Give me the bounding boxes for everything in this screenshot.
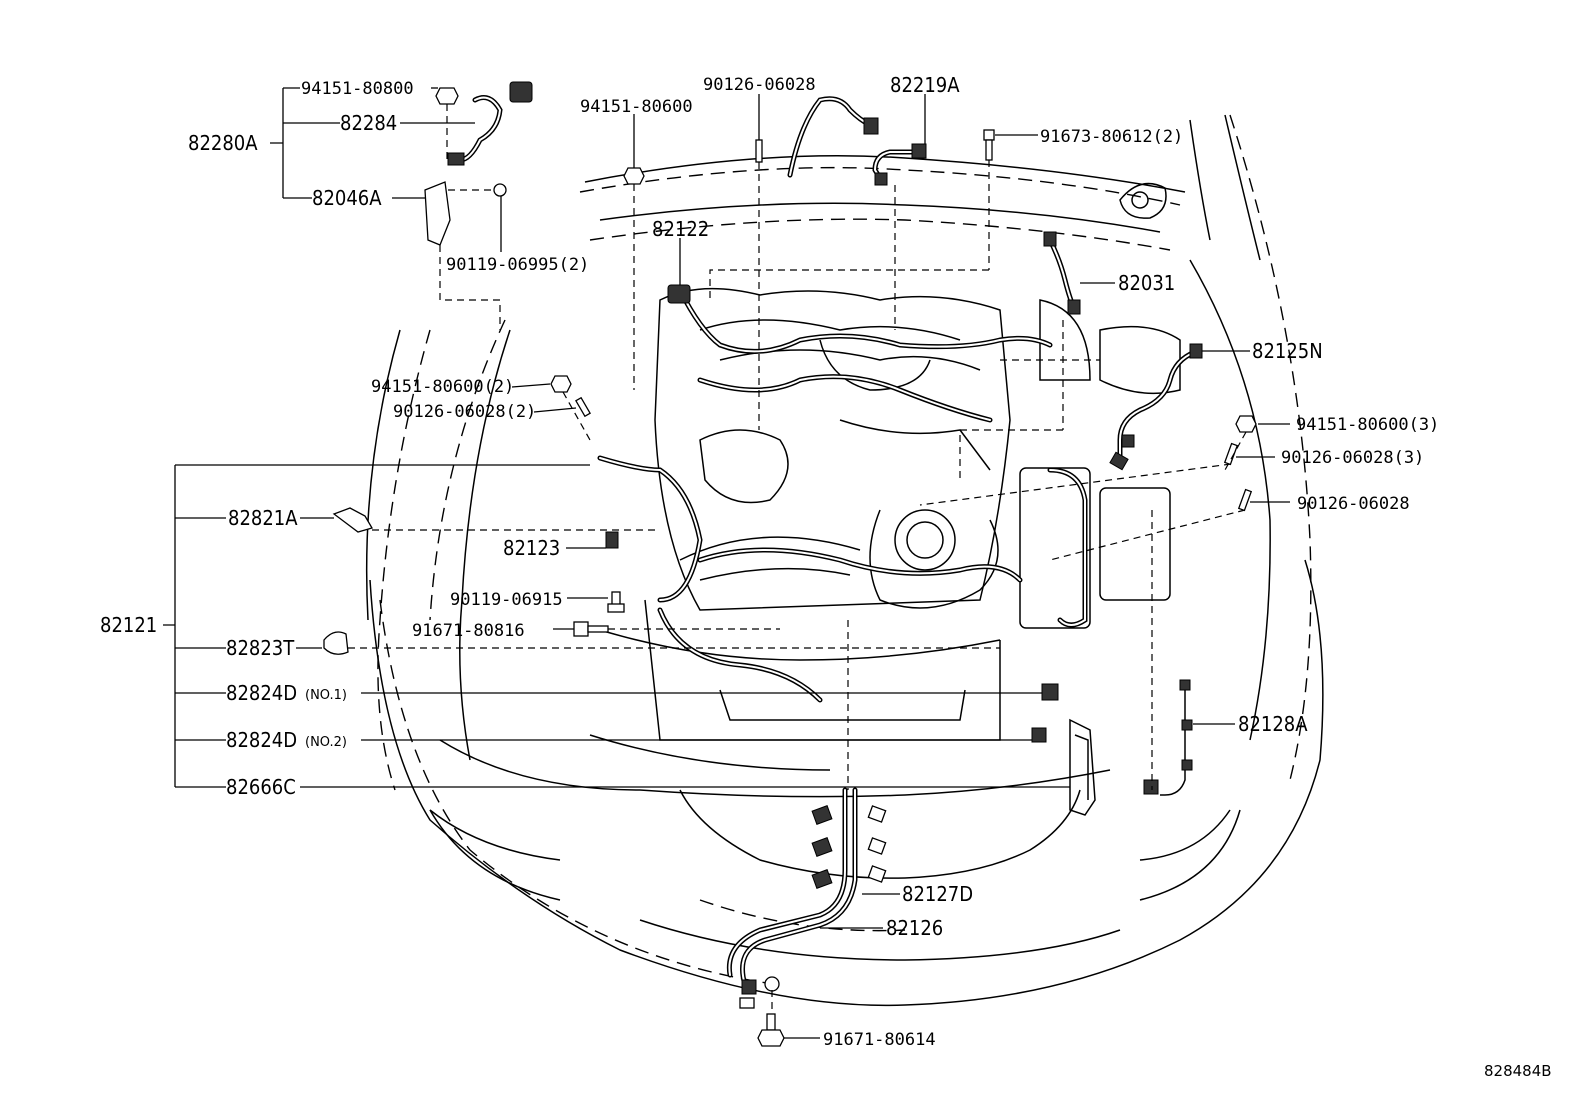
label-82122: 82122 — [652, 217, 709, 241]
harness-82127D — [726, 787, 887, 1009]
dashed-leader-lines — [348, 104, 1247, 1012]
label-82128A: 82128A — [1238, 712, 1308, 736]
label-90119-06915: 90119-06915 — [450, 590, 563, 610]
label-90126-06028-2: 90126-06028(2) — [393, 402, 536, 422]
part-labels: 94151-80800 82280A 82284 82046A 90119-06… — [100, 73, 1552, 1080]
label-82666C: 82666C — [226, 775, 296, 799]
label-82821A: 82821A — [228, 506, 298, 530]
label-82126: 82126 — [886, 916, 943, 940]
label-82280A: 82280A — [188, 131, 258, 155]
label-82046A: 82046A — [312, 186, 382, 210]
label-90126-06028-3: 90126-06028(3) — [1281, 448, 1424, 468]
harness-82284 — [447, 81, 533, 166]
label-91673-80612-2: 91673-80612(2) — [1040, 127, 1183, 147]
label-82125N: 82125N — [1252, 339, 1323, 363]
engine-wire-harness — [597, 287, 1088, 703]
label-94151-80800: 94151-80800 — [301, 79, 414, 99]
leader-lines — [163, 87, 1290, 1039]
diagram-reference-number: 828484B — [1484, 1062, 1552, 1080]
label-94151-80600-top: 94151-80600 — [580, 97, 693, 117]
harness-82125N — [1109, 343, 1203, 471]
label-90126-06028-top: 90126-06028 — [703, 75, 816, 95]
label-82121: 82121 — [100, 613, 157, 637]
label-82031: 82031 — [1118, 271, 1175, 295]
harness-82031 — [1043, 231, 1081, 315]
harness-82219A — [787, 96, 927, 186]
label-82127D: 82127D — [902, 882, 973, 906]
bracket-82128A — [1143, 679, 1193, 796]
label-90119-06995-2: 90119-06995(2) — [446, 255, 589, 275]
label-82219A: 82219A — [890, 73, 960, 97]
label-82123: 82123 — [503, 536, 560, 560]
label-82824D-no1: 82824D — [226, 681, 297, 705]
label-91671-80614: 91671-80614 — [823, 1030, 936, 1050]
label-82824D-no2: 82824D — [226, 728, 297, 752]
vehicle-body-outline — [365, 114, 1324, 1007]
label-90126-06028-right: 90126-06028 — [1297, 494, 1410, 514]
label-94151-80600-3: 94151-80600(3) — [1296, 415, 1439, 435]
engine-block — [654, 287, 1181, 629]
label-82824D-no2-note: (NO.2) — [305, 735, 347, 750]
label-91671-80816: 91671-80816 — [412, 621, 525, 641]
label-82284: 82284 — [340, 111, 397, 135]
label-82824D-no1-note: (NO.1) — [305, 688, 347, 703]
bracket-82666C — [1069, 718, 1096, 816]
label-82823T: 82823T — [226, 636, 295, 660]
label-94151-80600-2: 94151-80600(2) — [371, 377, 514, 397]
small-parts — [323, 87, 1257, 1047]
